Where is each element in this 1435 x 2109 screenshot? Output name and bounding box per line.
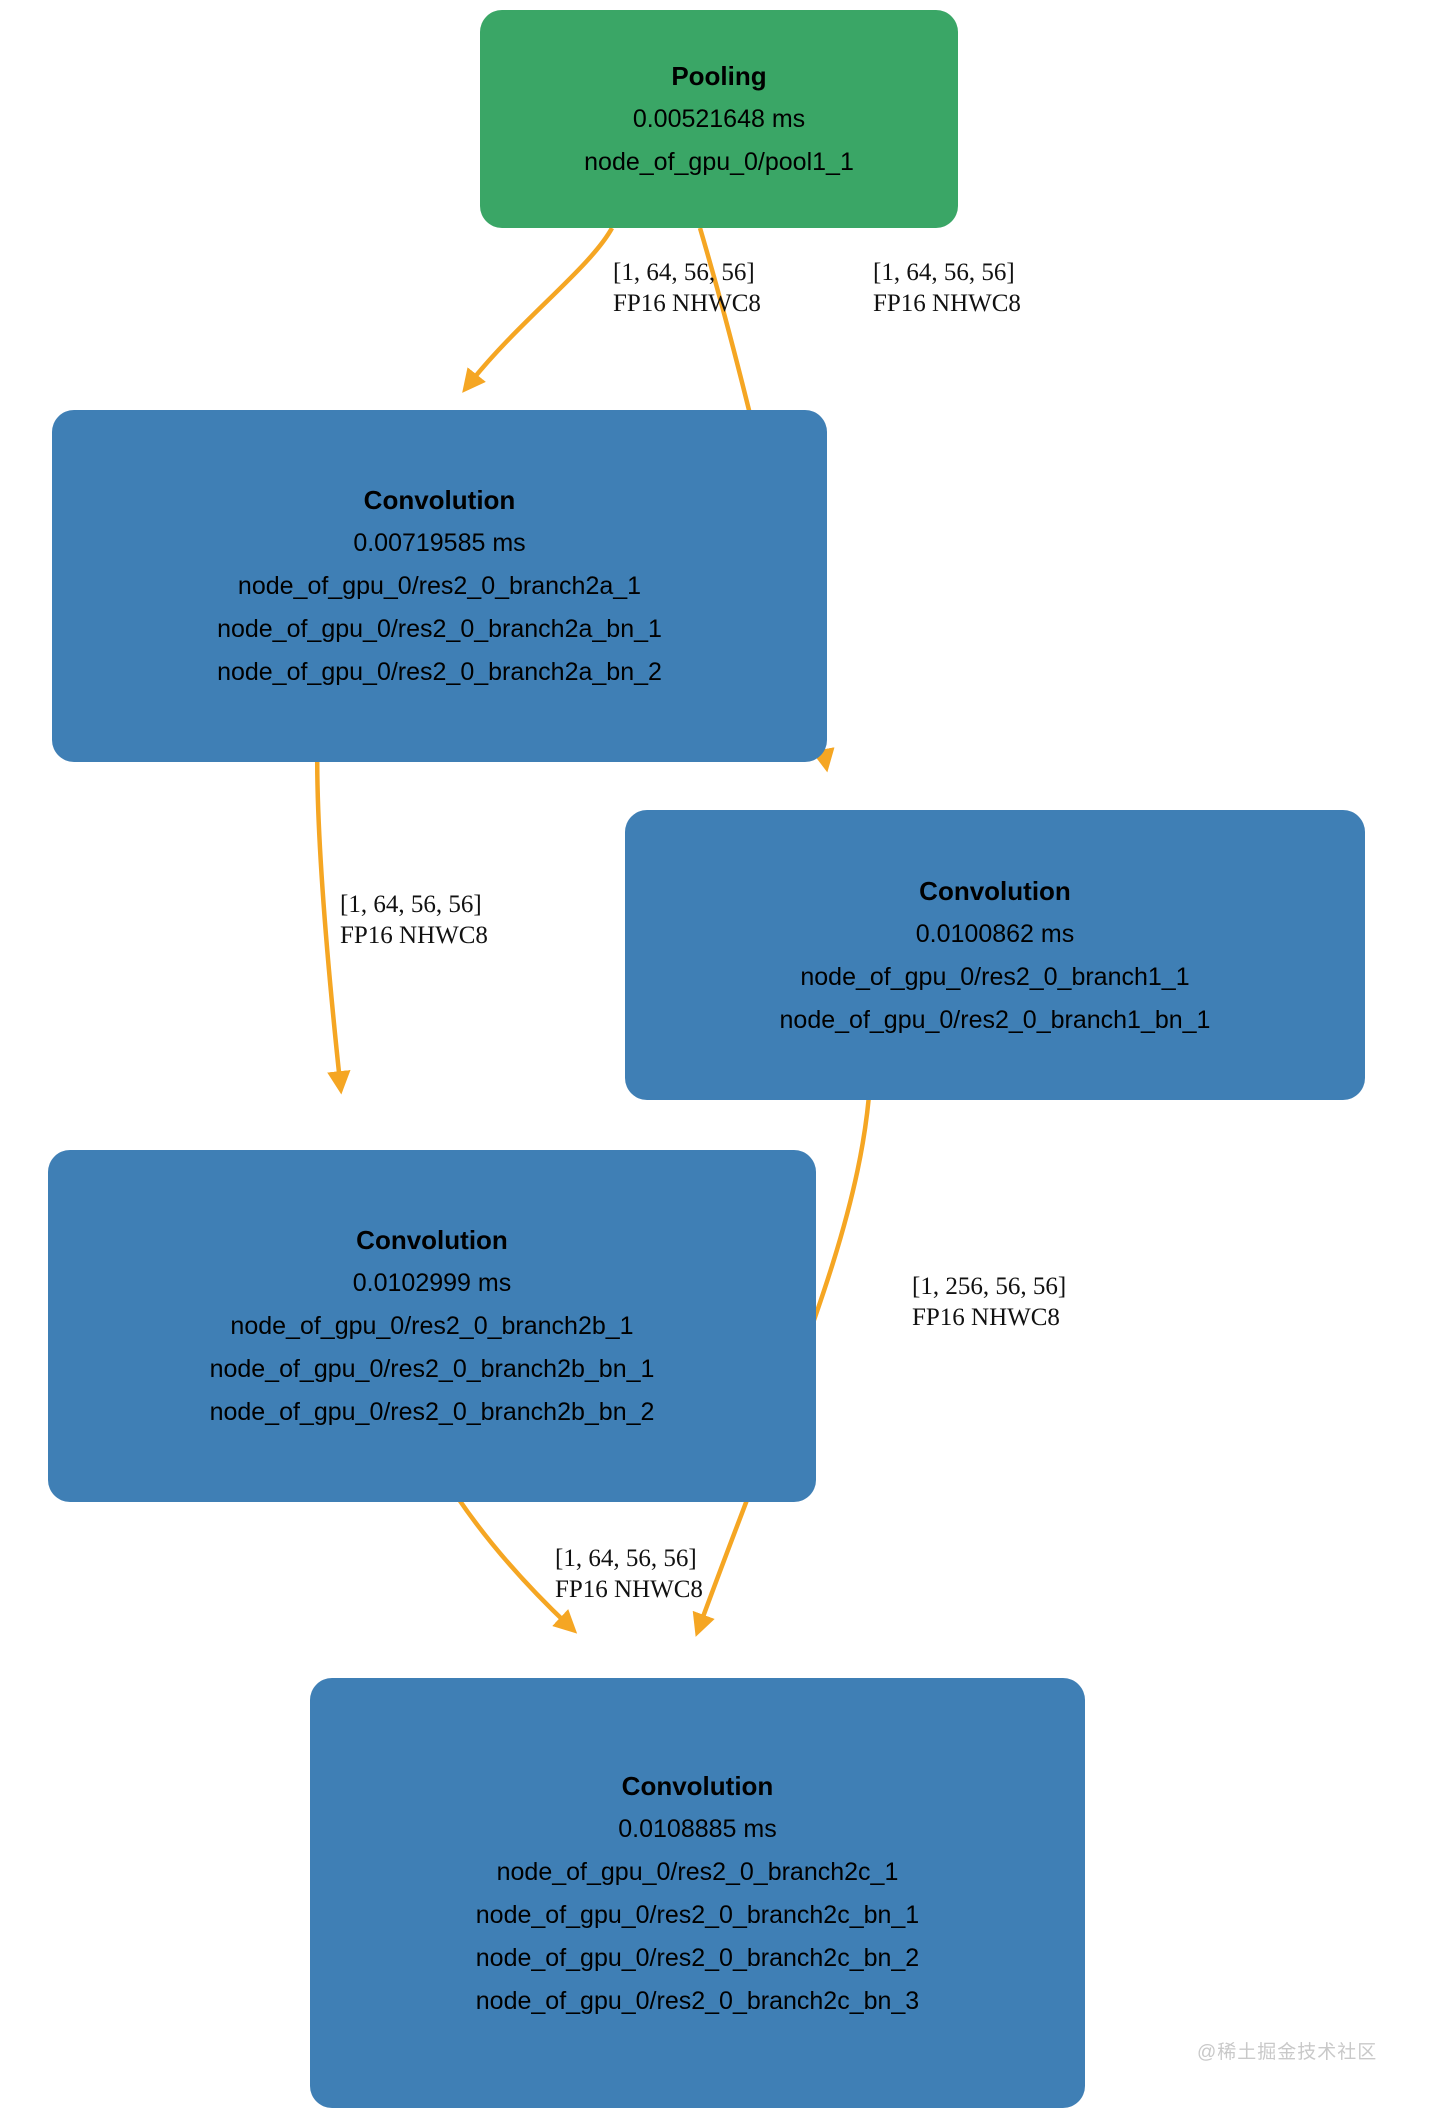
node-layer: node_of_gpu_0/res2_0_branch2a_bn_1 (217, 615, 662, 643)
edge-shape: [1, 256, 56, 56] (912, 1273, 1067, 1300)
node-convolution-branch2b[interactable]: Convolution 0.0102999 ms node_of_gpu_0/r… (48, 1150, 816, 1502)
node-layer: node_of_gpu_0/res2_0_branch2c_1 (496, 1857, 899, 1886)
edge-shape: [1, 64, 56, 56] (873, 259, 1015, 286)
edge-shape: [1, 64, 56, 56] (555, 1545, 697, 1572)
node-layer: node_of_gpu_0/pool1_1 (584, 148, 854, 176)
node-title: Convolution (356, 1225, 508, 1255)
edge-label-pool-to-branch1: [1, 64, 56, 56] FP16 NHWC8 (873, 258, 1021, 319)
node-layer: node_of_gpu_0/res2_0_branch2b_bn_2 (209, 1398, 655, 1426)
edge-label-branch2b-to-branch2c: [1, 64, 56, 56] FP16 NHWC8 (555, 1544, 703, 1605)
node-convolution-branch2c[interactable]: Convolution 0.0108885 ms node_of_gpu_0/r… (310, 1678, 1085, 2108)
node-convolution-branch1[interactable]: Convolution 0.0100862 ms node_of_gpu_0/r… (625, 810, 1365, 1100)
edge-format: FP16 NHWC8 (873, 289, 1021, 317)
node-time: 0.0108885 ms (618, 1814, 777, 1843)
edge-shape: [1, 64, 56, 56] (340, 891, 482, 918)
node-title: Convolution (363, 485, 516, 515)
edge-format: FP16 NHWC8 (340, 921, 488, 949)
node-pooling[interactable]: Pooling 0.00521648 ms node_of_gpu_0/pool… (480, 10, 958, 228)
node-convolution-branch2a[interactable]: Convolution 0.00719585 ms node_of_gpu_0/… (52, 410, 827, 762)
node-time: 0.0102999 ms (352, 1269, 512, 1297)
node-layer: node_of_gpu_0/res2_0_branch2c_bn_2 (475, 1943, 920, 1972)
node-time: 0.00719585 ms (353, 529, 526, 557)
edge-format: FP16 NHWC8 (912, 1303, 1060, 1331)
edge-label-branch1-to-branch2c: [1, 256, 56, 56] FP16 NHWC8 (912, 1272, 1066, 1333)
node-layer: node_of_gpu_0/res2_0_branch2b_1 (230, 1312, 634, 1340)
node-layer: node_of_gpu_0/res2_0_branch2b_bn_1 (209, 1355, 655, 1383)
edge-label-pool-to-branch2a: [1, 64, 56, 56] FP16 NHWC8 (613, 258, 761, 319)
edge-label-branch2a-to-branch2b: [1, 64, 56, 56] FP16 NHWC8 (340, 890, 488, 951)
node-layer: node_of_gpu_0/res2_0_branch1_1 (800, 962, 1190, 991)
edge-format: FP16 NHWC8 (555, 1575, 703, 1603)
node-time: 0.0100862 ms (915, 919, 1075, 948)
watermark: @稀土掘金技术社区 (1197, 2042, 1378, 2063)
node-layer: node_of_gpu_0/res2_0_branch2a_1 (237, 572, 642, 600)
node-time: 0.00521648 ms (632, 105, 806, 133)
node-title: Convolution (919, 875, 1071, 906)
node-title: Pooling (671, 61, 767, 91)
node-layer: node_of_gpu_0/res2_0_branch1_bn_1 (779, 1005, 1211, 1034)
node-layer: node_of_gpu_0/res2_0_branch2a_bn_2 (217, 658, 662, 686)
edge-shape: [1, 64, 56, 56] (613, 259, 755, 286)
node-layer: node_of_gpu_0/res2_0_branch2c_bn_3 (475, 1986, 920, 2015)
node-layer: node_of_gpu_0/res2_0_branch2c_bn_1 (475, 1900, 920, 1929)
edge-pool-to-branch2a (462, 226, 614, 393)
node-title: Convolution (621, 1770, 774, 1801)
edge-format: FP16 NHWC8 (613, 289, 761, 317)
